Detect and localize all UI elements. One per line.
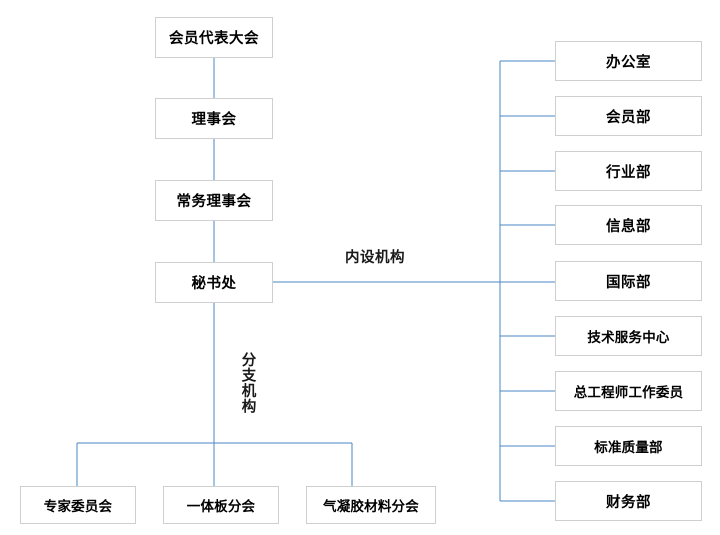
caption-branch-organizations: 分支机构: [239, 352, 256, 414]
node-secretariat[interactable]: 秘书处: [155, 262, 273, 303]
node-international-dept[interactable]: 国际部: [555, 261, 702, 301]
node-office[interactable]: 办公室: [555, 41, 702, 81]
node-industry-dept[interactable]: 行业部: [555, 151, 702, 191]
node-membership-dept[interactable]: 会员部: [555, 96, 702, 136]
caption-internal-departments: 内设机构: [345, 250, 405, 266]
node-technical-service-center[interactable]: 技术服务中心: [555, 316, 702, 356]
node-aerogel-materials-branch[interactable]: 气凝胶材料分会: [306, 486, 436, 524]
node-chief-engineer-committee[interactable]: 总工程师工作委员: [555, 371, 702, 411]
node-standards-quality-dept[interactable]: 标准质量部: [555, 426, 702, 466]
node-finance-dept[interactable]: 财务部: [555, 481, 702, 521]
node-member-congress[interactable]: 会员代表大会: [155, 17, 273, 58]
node-integrated-board-branch[interactable]: 一体板分会: [163, 486, 279, 524]
node-information-dept[interactable]: 信息部: [555, 205, 702, 245]
node-standing-council[interactable]: 常务理事会: [155, 180, 273, 221]
node-council[interactable]: 理事会: [155, 98, 273, 139]
node-expert-committee[interactable]: 专家委员会: [20, 486, 136, 524]
